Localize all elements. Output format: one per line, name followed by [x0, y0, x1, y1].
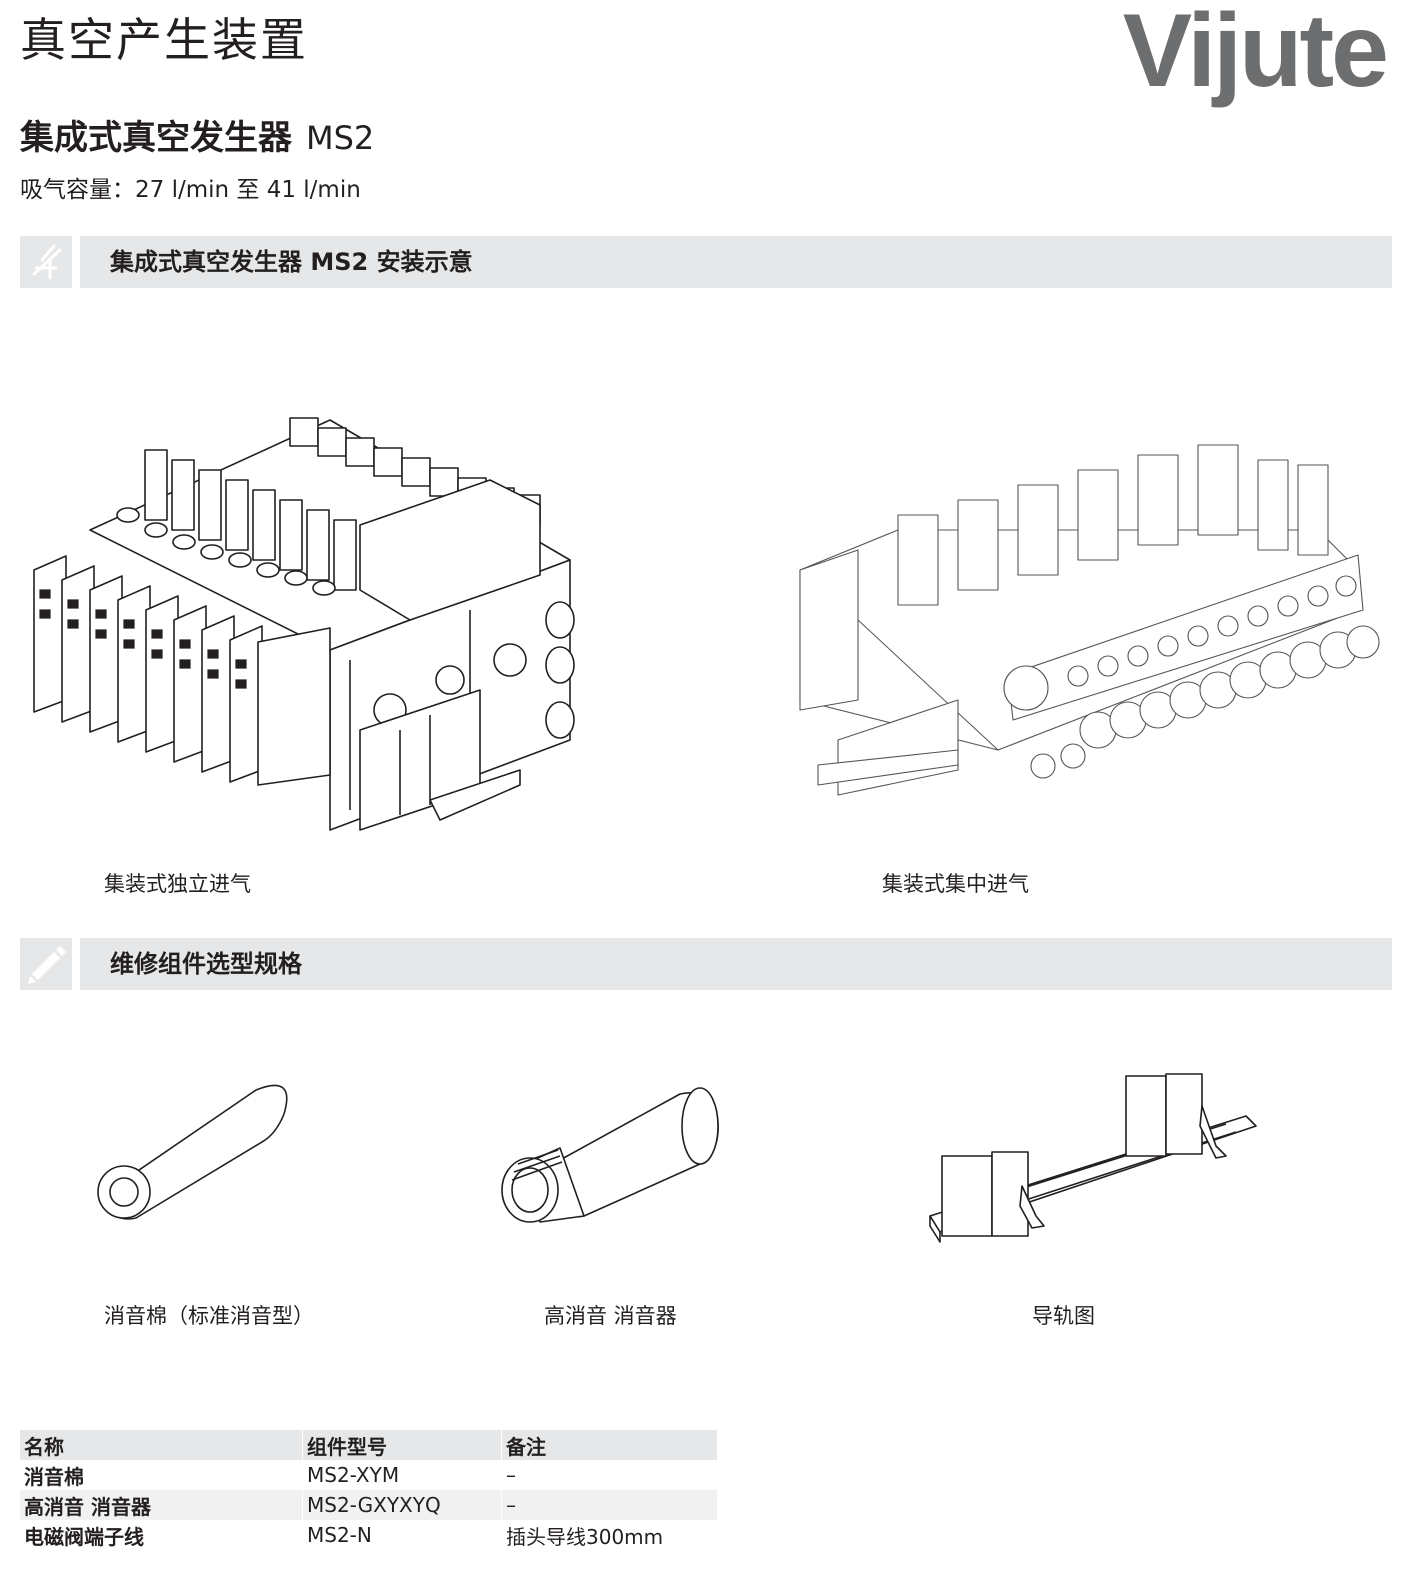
pencil-icon: [28, 946, 66, 984]
column-header-name: 名称: [20, 1430, 303, 1460]
page-title: 真空产生装置: [20, 13, 308, 67]
product-name: 集成式真空发生器: [20, 118, 292, 158]
manifold-independent-illustration: [33, 417, 575, 831]
manifold-central-illustration: [799, 444, 1380, 796]
cell-model: MS2-GXYXYQ: [302, 1490, 502, 1520]
figure-caption-central: 集装式集中进气: [882, 872, 1029, 896]
figure-caption-silencer: 高消音 消音器: [544, 1304, 677, 1328]
section-bar-installation: [80, 236, 1392, 288]
silencer-cotton-illustration: [97, 1084, 288, 1220]
section-icon-box: [20, 938, 72, 990]
product-model: MS2: [306, 119, 375, 157]
cell-name: 消音棉: [20, 1460, 303, 1490]
cell-remark: –: [501, 1490, 718, 1520]
section-title-installation: 集成式真空发生器 MS2 安装示意: [110, 248, 473, 276]
column-header-model: 组件型号: [302, 1430, 502, 1460]
cell-remark: 插头导线300mm: [501, 1520, 718, 1550]
product-title: 集成式真空发生器 MS2: [20, 110, 374, 159]
section-icon-box: [20, 236, 72, 288]
section-title-components: 维修组件选型规格: [110, 950, 302, 978]
figure-caption-independent: 集装式独立进气: [104, 872, 251, 896]
figure-caption-din-rail: 导轨图: [1032, 1304, 1095, 1328]
column-header-remark: 备注: [501, 1430, 718, 1460]
figure-caption-silencer-cotton: 消音棉（标准消音型）: [104, 1304, 314, 1328]
table-row: 电磁阀端子线 MS2-N 插头导线300mm: [20, 1520, 718, 1550]
cell-name: 电磁阀端子线: [20, 1520, 303, 1550]
cell-remark: –: [501, 1460, 718, 1490]
table-header-row: 名称 组件型号 备注: [20, 1430, 718, 1460]
brand-logo: Vijute: [1122, 0, 1389, 109]
din-rail-illustration: [929, 1073, 1257, 1243]
cell-name: 高消音 消音器: [20, 1490, 303, 1520]
table-row: 消音棉 MS2-XYM –: [20, 1460, 718, 1490]
cell-model: MS2-XYM: [302, 1460, 502, 1490]
compass-drafting-icon: [32, 244, 62, 280]
parts-table: 名称 组件型号 备注 消音棉 MS2-XYM – 高消音 消音器 MS2-GXY…: [20, 1430, 718, 1550]
spec-line: 吸气容量：27 l/min 至 41 l/min: [20, 177, 361, 203]
cell-model: MS2-N: [302, 1520, 502, 1550]
silencer-illustration: [501, 1087, 719, 1223]
section-bar-components: [80, 938, 1392, 990]
table-row: 高消音 消音器 MS2-GXYXYQ –: [20, 1490, 718, 1520]
